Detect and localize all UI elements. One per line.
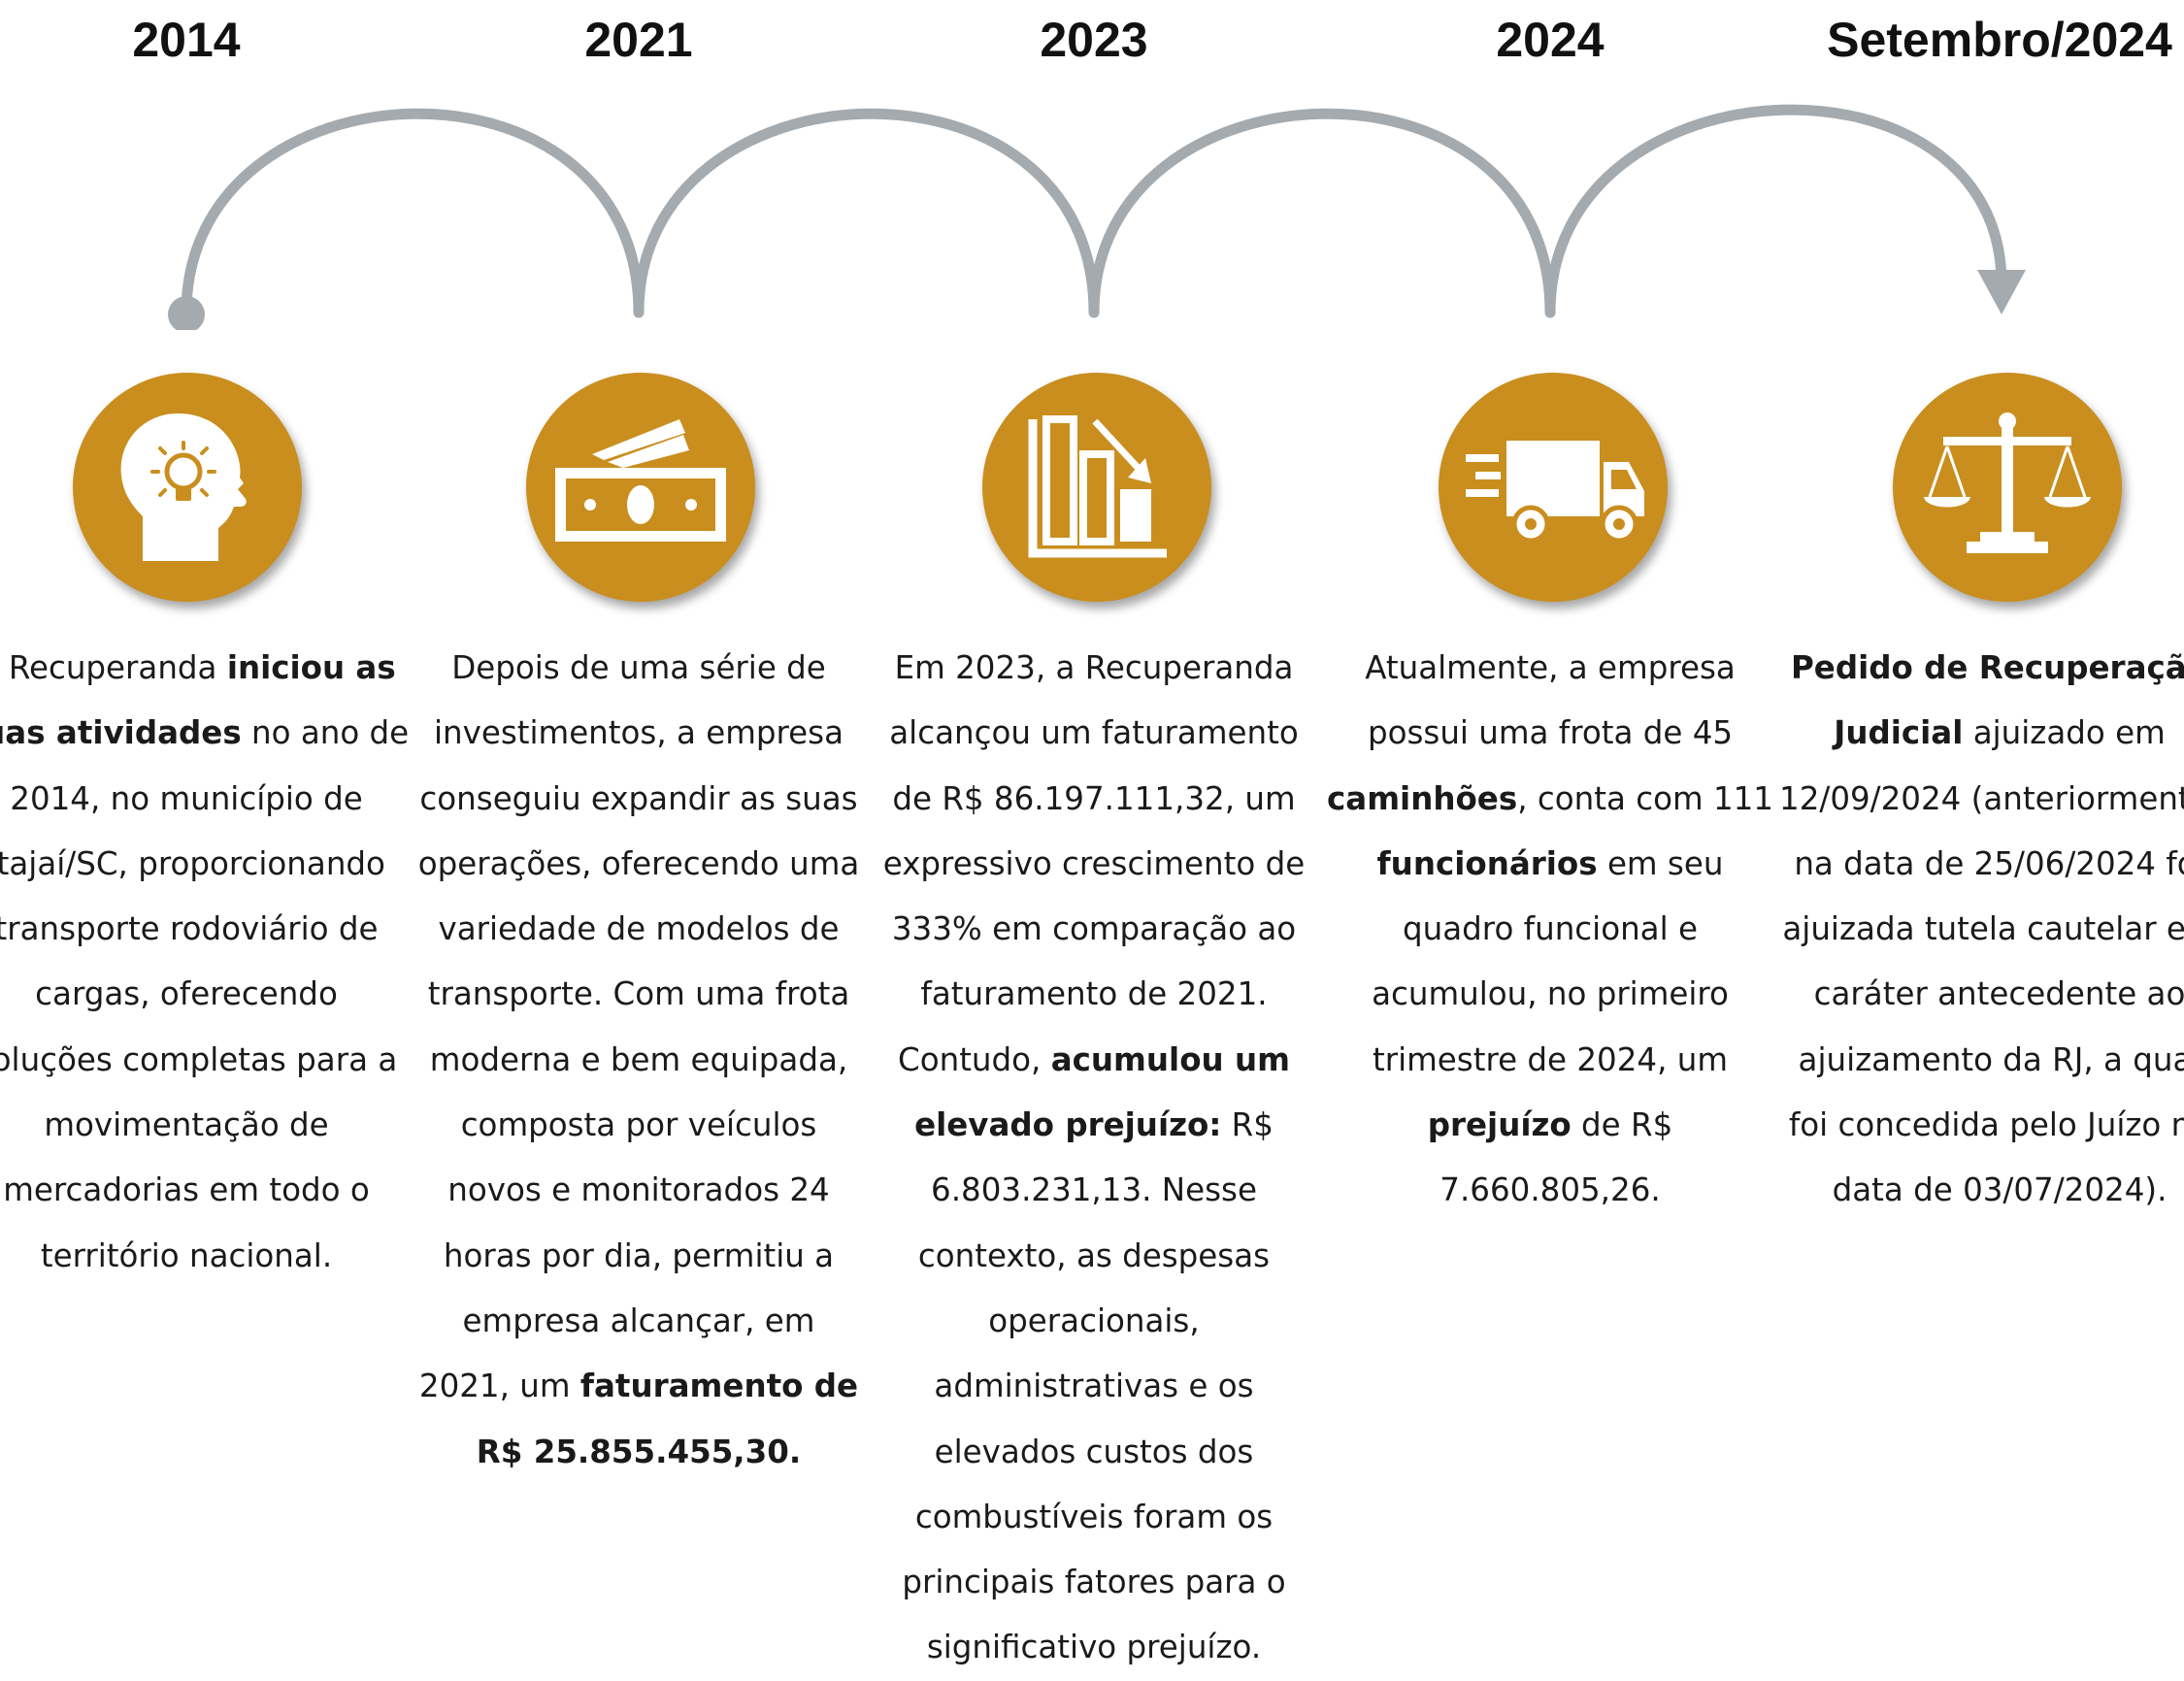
connector-arc-2: [633, 108, 1100, 318]
description-highlight: prejuízo: [1427, 1106, 1572, 1144]
timeline-end-arrow: [1977, 270, 2026, 314]
year-label-setembro-2024: Setembro/2024: [1827, 13, 2172, 67]
delivery-truck-icon: [1466, 441, 1644, 544]
milestone-icon-circle: [526, 373, 755, 602]
description-highlight: acumulou um elevado prejuízo:: [914, 1040, 1290, 1144]
year-label-2021: 2021: [584, 13, 693, 67]
description-segment: , conta com 111: [1517, 779, 1773, 817]
declining-chart-icon: [1028, 415, 1167, 558]
connector-arc-3: [1088, 108, 1556, 318]
description-segment: ajuizado em 12/09/2024 (anteriormente, n…: [1779, 714, 2184, 1209]
year-label-2024: 2024: [1496, 13, 1605, 67]
description-segment: Depois de uma série de investimentos, a …: [417, 649, 860, 1405]
description-segment: R$ 6.803.231,13. Nesse contexto, as desp…: [902, 1106, 1286, 1666]
description-segment: Em 2023, a Recuperanda alcançou um fatur…: [882, 649, 1306, 1078]
description-highlight: funcionários: [1376, 844, 1598, 882]
description-segment: em seu quadro funcional e acumulou, no p…: [1372, 844, 1729, 1078]
connector-arc-1: [181, 108, 645, 318]
milestone-icon-circle: [73, 373, 302, 602]
money-bills-icon: [555, 419, 726, 542]
head-lightbulb-icon: [120, 413, 247, 561]
scales-of-justice-icon: [1924, 412, 2091, 553]
description-highlight: iniciou as suas atividades: [0, 649, 396, 752]
milestone-icon-circle: [1439, 373, 1668, 602]
milestone-description-2021: Depois de uma série de investimentos, a …: [415, 636, 862, 1485]
year-label-2014: 2014: [132, 13, 241, 67]
description-segment: Atualmente, a empresa possui uma frota d…: [1365, 649, 1736, 752]
description-segment: A Recuperanda: [0, 649, 227, 686]
connector-arc-4: [1544, 104, 2007, 318]
milestone-icon-circle: [1893, 373, 2122, 602]
milestone-description-2023: Em 2023, a Recuperanda alcançou um fatur…: [871, 636, 1317, 1681]
timeline-connector: [168, 104, 2026, 330]
milestone-icon-circle: [982, 373, 1211, 602]
milestone-description-2024: Atualmente, a empresa possui uma frota d…: [1327, 636, 1773, 1224]
description-highlight: caminhões: [1327, 779, 1518, 817]
description-segment: de R$ 7.660.805,26.: [1439, 1106, 1673, 1209]
description-segment: no ano de 2014, no município de Itajaí/S…: [0, 714, 410, 1274]
milestone-description-2014: A Recuperanda iniciou as suas atividades…: [0, 636, 410, 1289]
description-highlight: Pedido de Recuperação Judicial: [1790, 649, 2184, 752]
description-highlight: faturamento de R$ 25.855.455,30.: [476, 1368, 859, 1470]
milestone-description-setembro-2024: Pedido de Recuperação Judicial ajuizado …: [1776, 636, 2184, 1224]
timeline-start-dot: [168, 296, 205, 330]
year-label-2023: 2023: [1040, 13, 1148, 67]
